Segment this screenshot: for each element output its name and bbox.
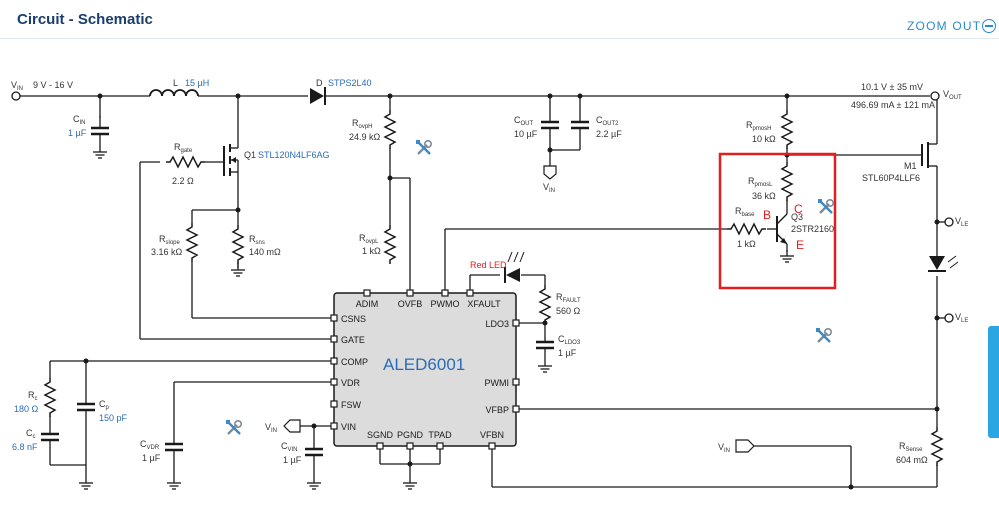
label-rsense-val: 604 mΩ [896,455,928,465]
label-l-val: 15 µH [185,78,209,88]
label-m1: M1 [904,161,917,171]
pin-pwmo: PWMO [431,299,460,309]
pin-vfbn: VFBN [480,430,504,440]
label-cout2-val: 2.2 µF [596,129,622,139]
label-vin-range: 9 V - 16 V [33,80,73,90]
annotation-e: E [796,238,804,252]
label-vin2: VIN [543,182,555,194]
wrench-icon[interactable] [414,138,433,156]
zoom-out-button[interactable]: ZOOM OUT [907,19,982,33]
label-d: D [316,78,323,88]
label-rslope-val: 3.16 kΩ [151,247,183,257]
pin-fsw: FSW [341,400,362,410]
label-vled-n: VLE [955,312,968,324]
pin-vin: VIN [341,422,356,432]
label-cout-val: 10 µF [514,129,538,139]
zoom-out-icon[interactable] [982,19,996,33]
pin-ldo3: LDO3 [485,319,509,329]
label-rc-val: 180 Ω [14,404,39,414]
label-cldo3: CLDO3 [558,334,581,346]
pin-csns: CSNS [341,314,366,324]
ic-name: ALED6001 [383,355,465,374]
label-l: L [173,78,178,88]
label-cvdr-val: 1 µF [142,453,161,463]
label-cout2: COUT2 [596,115,619,127]
label-iout-spec: 496.69 mA ± 121 mA [851,100,935,110]
pin-vdr: VDR [341,378,361,388]
label-cc: Cc [26,428,36,440]
pin-sgnd: SGND [367,430,394,440]
label-rslope: Rslope [159,234,181,246]
wrench-icon[interactable] [224,418,243,436]
pin-adim: ADIM [356,299,379,309]
page-title: Circuit - Schematic [17,11,153,28]
label-rc: Rc [28,390,38,402]
label-vout-spec: 10.1 V ± 35 mV [861,82,923,92]
label-rovpl-val: 1 kΩ [362,246,381,256]
label-d-part: STPS2L40 [328,78,372,88]
label-rbase: Rbase [735,206,755,218]
label-rpmosl-val: 36 kΩ [752,191,776,201]
label-m1-part: STL60P4LLF6 [862,173,920,183]
pin-gate: GATE [341,335,365,345]
pin-comp: COMP [341,357,368,367]
label-rbase-val: 1 kΩ [737,239,756,249]
annotation-b: B [763,208,771,222]
label-cvin-val: 1 µF [283,455,302,465]
label-q3: Q3 [791,212,803,222]
label-vout: VOUT [943,89,962,101]
label-rpmosh: RpmosH [746,120,772,132]
label-rgate: Rgate [174,142,193,154]
label-rovpl: RovpL [359,233,379,245]
label-cvin: CVIN [281,441,298,453]
side-panel-tab[interactable] [988,326,999,438]
label-rovph: RovpH [352,118,373,130]
label-cvdr: CVDR [140,439,160,451]
label-q3-part: 2STR2160 [791,224,834,234]
label-cin-val: 1 µF [68,128,87,138]
wrench-icon[interactable] [814,326,833,344]
pin-tpad: TPAD [428,430,452,440]
label-cc-val: 6.8 nF [12,442,38,452]
wrench-icon[interactable] [816,197,835,215]
pin-vfbp: VFBP [485,405,509,415]
annotation-c: C [794,202,803,216]
label-cldo3-val: 1 µF [558,348,577,358]
label-vin4: VIN [718,442,730,454]
label-q1: Q1 [244,150,256,160]
label-cin: CIN [73,114,86,126]
label-red-led: Red LED [470,260,507,270]
pin-ovfb: OVFB [398,299,423,309]
label-q1-part: STL120N4LF6AG [258,150,330,160]
pin-pgnd: PGND [397,430,424,440]
pin-xfault: XFAULT [467,299,501,309]
label-cp: Cp [99,399,110,411]
label-vled-p: VLE [955,216,968,228]
label-rovph-val: 24.9 kΩ [349,132,381,142]
label-vin3: VIN [265,422,277,434]
label-rsns-val: 140 mΩ [249,247,281,257]
label-rsense: RSense [899,441,923,453]
label-rfault-val: 560 Ω [556,306,581,316]
header-divider [0,38,999,39]
ic-aled6001[interactable] [333,292,517,447]
label-rpmosh-val: 10 kΩ [752,134,776,144]
label-cout: COUT [514,115,534,127]
label-rsns: Rsns [249,234,265,246]
label-rpmosl: RpmosL [748,176,773,188]
label-cp-val: 150 pF [99,413,128,423]
label-rfault: RFAULT [556,292,581,304]
highlight-box [718,152,837,290]
label-rgate-val: 2.2 Ω [172,176,194,186]
pin-pwmi: PWMI [485,378,510,388]
label-vin: VIN [11,80,23,92]
